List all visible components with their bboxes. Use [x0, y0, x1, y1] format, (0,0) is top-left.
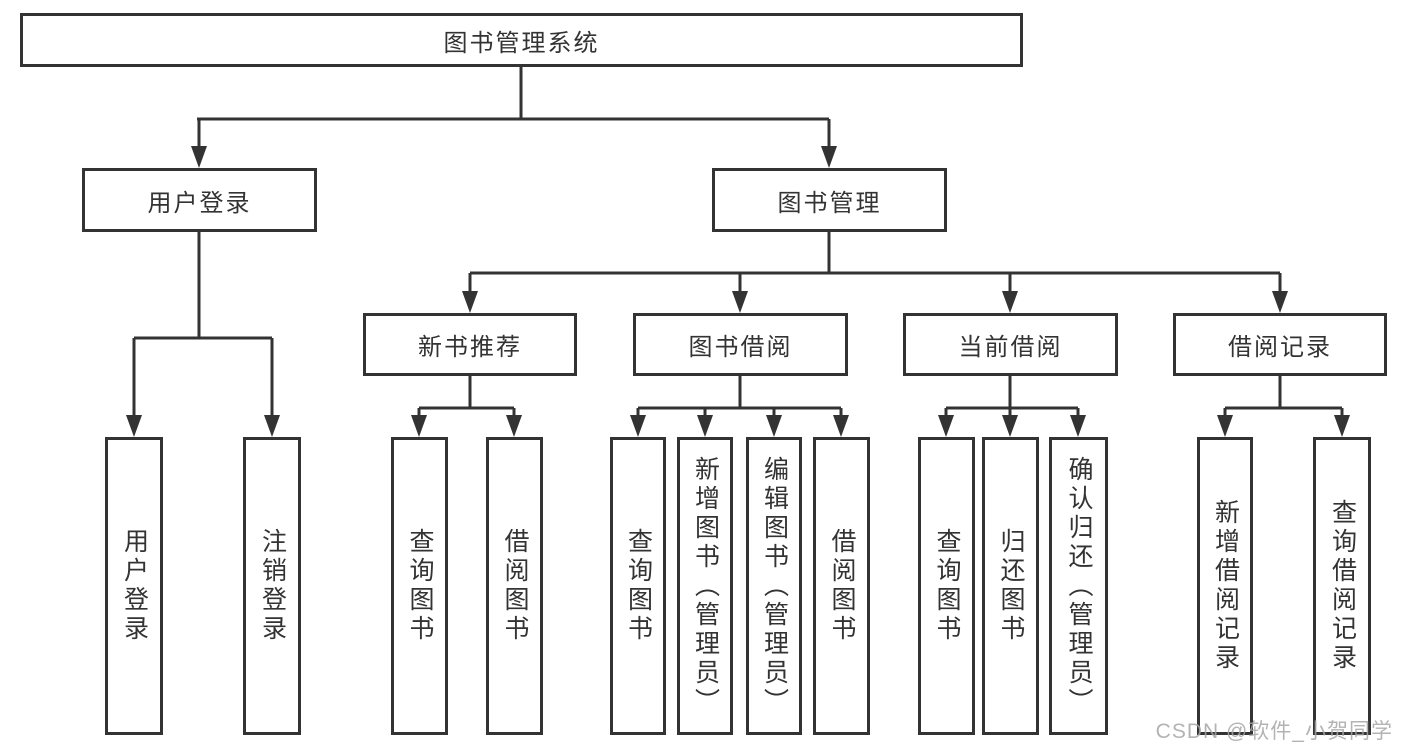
leaf-add-books-admin: 新增图书（管理员） — [677, 437, 733, 735]
csdn-watermark: CSDN @软件_小贺同学 — [1155, 720, 1393, 743]
connector — [132, 67, 1344, 433]
node-library-management-system: 图书管理系统 — [20, 13, 1023, 67]
leaf-return-books: 归还图书 — [982, 437, 1039, 735]
node-book-borrow: 图书借阅 — [633, 313, 848, 376]
leaf-edit-books-admin: 编辑图书（管理员） — [746, 437, 802, 735]
leaf-confirm-return-admin: 确认归还（管理员） — [1049, 437, 1108, 735]
node-book-management: 图书管理 — [712, 168, 947, 232]
node-borrow-record: 借阅记录 — [1173, 313, 1387, 376]
leaf-user-login: 用户登录 — [105, 437, 163, 735]
leaf-borrow-books: 借阅图书 — [813, 437, 870, 735]
leaf-query-borrow-record: 查询借阅记录 — [1313, 437, 1371, 735]
leaf-add-borrow-record: 新增借阅记录 — [1197, 437, 1253, 735]
leaf-query-books-borrow: 查询图书 — [610, 437, 666, 735]
node-current-borrow: 当前借阅 — [903, 313, 1118, 376]
node-user-login: 用户登录 — [82, 168, 317, 232]
leaf-query-books-current: 查询图书 — [918, 437, 975, 735]
node-new-book-recommend: 新书推荐 — [363, 313, 577, 376]
leaf-logout: 注销登录 — [243, 437, 301, 735]
leaf-query-books-recommend: 查询图书 — [391, 437, 448, 735]
leaf-borrow-books-recommend: 借阅图书 — [486, 437, 543, 735]
